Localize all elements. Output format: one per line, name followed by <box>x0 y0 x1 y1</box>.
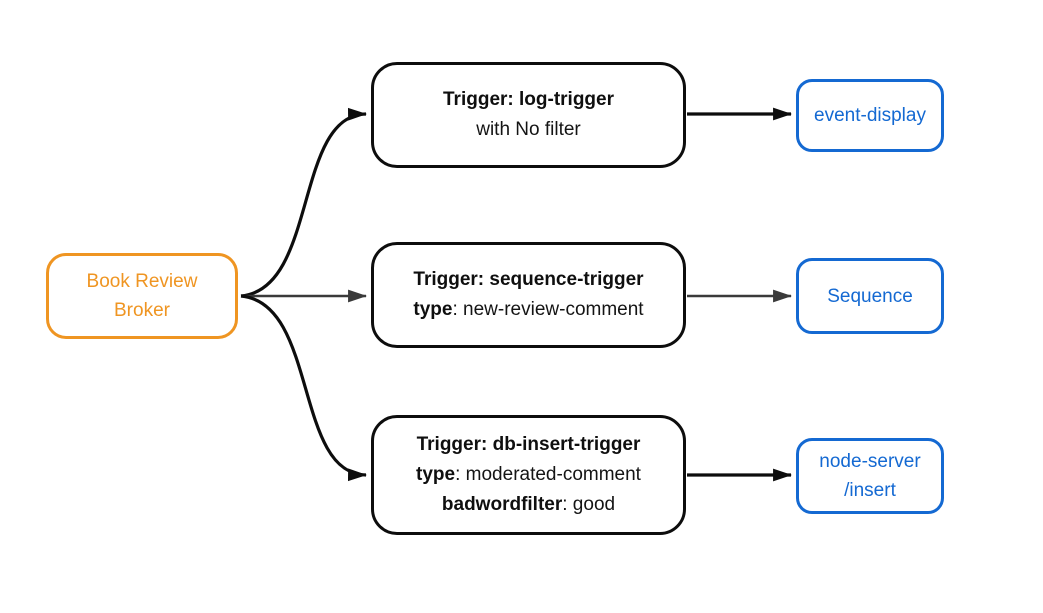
trigger-attribute-type: type: new-review-comment <box>413 295 643 325</box>
trigger-title: Trigger: log-trigger <box>443 85 614 115</box>
trigger-node-log-trigger: Trigger: log-trigger with No filter <box>371 62 686 168</box>
attribute-value: : moderated-comment <box>455 464 641 485</box>
attribute-value: : good <box>562 494 616 515</box>
sink-node-node-server-insert: node-server /insert <box>796 438 944 514</box>
trigger-title-text: Trigger: db-insert-trigger <box>416 434 641 455</box>
trigger-title-text: Trigger: sequence-trigger <box>413 269 644 290</box>
attribute-key: badwordfilter <box>441 494 563 515</box>
trigger-title: Trigger: db-insert-trigger <box>417 430 641 460</box>
broker-label: Book Review Broker <box>86 271 198 321</box>
arrow-broker-to-log-trigger <box>240 107 368 298</box>
attribute-value: : new-review-comment <box>452 299 644 320</box>
attribute-key: type <box>413 299 453 320</box>
trigger-filter-note: with No filter <box>476 119 581 140</box>
sink-label: Sequence <box>827 285 913 307</box>
trigger-title: Trigger: sequence-trigger <box>413 265 643 295</box>
sink-node-event-display: event-display <box>796 79 944 152</box>
attribute-key: type <box>416 464 456 485</box>
broker-node: Book Review Broker <box>46 253 238 339</box>
trigger-node-sequence-trigger: Trigger: sequence-trigger type: new-revi… <box>371 242 686 348</box>
sink-label: event-display <box>814 105 926 126</box>
sink-label: node-server /insert <box>819 451 921 501</box>
trigger-title-text: Trigger: log-trigger <box>443 89 614 110</box>
sink-node-sequence: Sequence <box>796 258 944 334</box>
trigger-attribute-badwordfilter: badwordfilter: good <box>442 490 615 520</box>
arrow-broker-to-db-insert-trigger <box>240 294 368 482</box>
trigger-node-db-insert-trigger: Trigger: db-insert-trigger type: moderat… <box>371 415 686 535</box>
trigger-attribute-type: type: moderated-comment <box>416 460 641 490</box>
